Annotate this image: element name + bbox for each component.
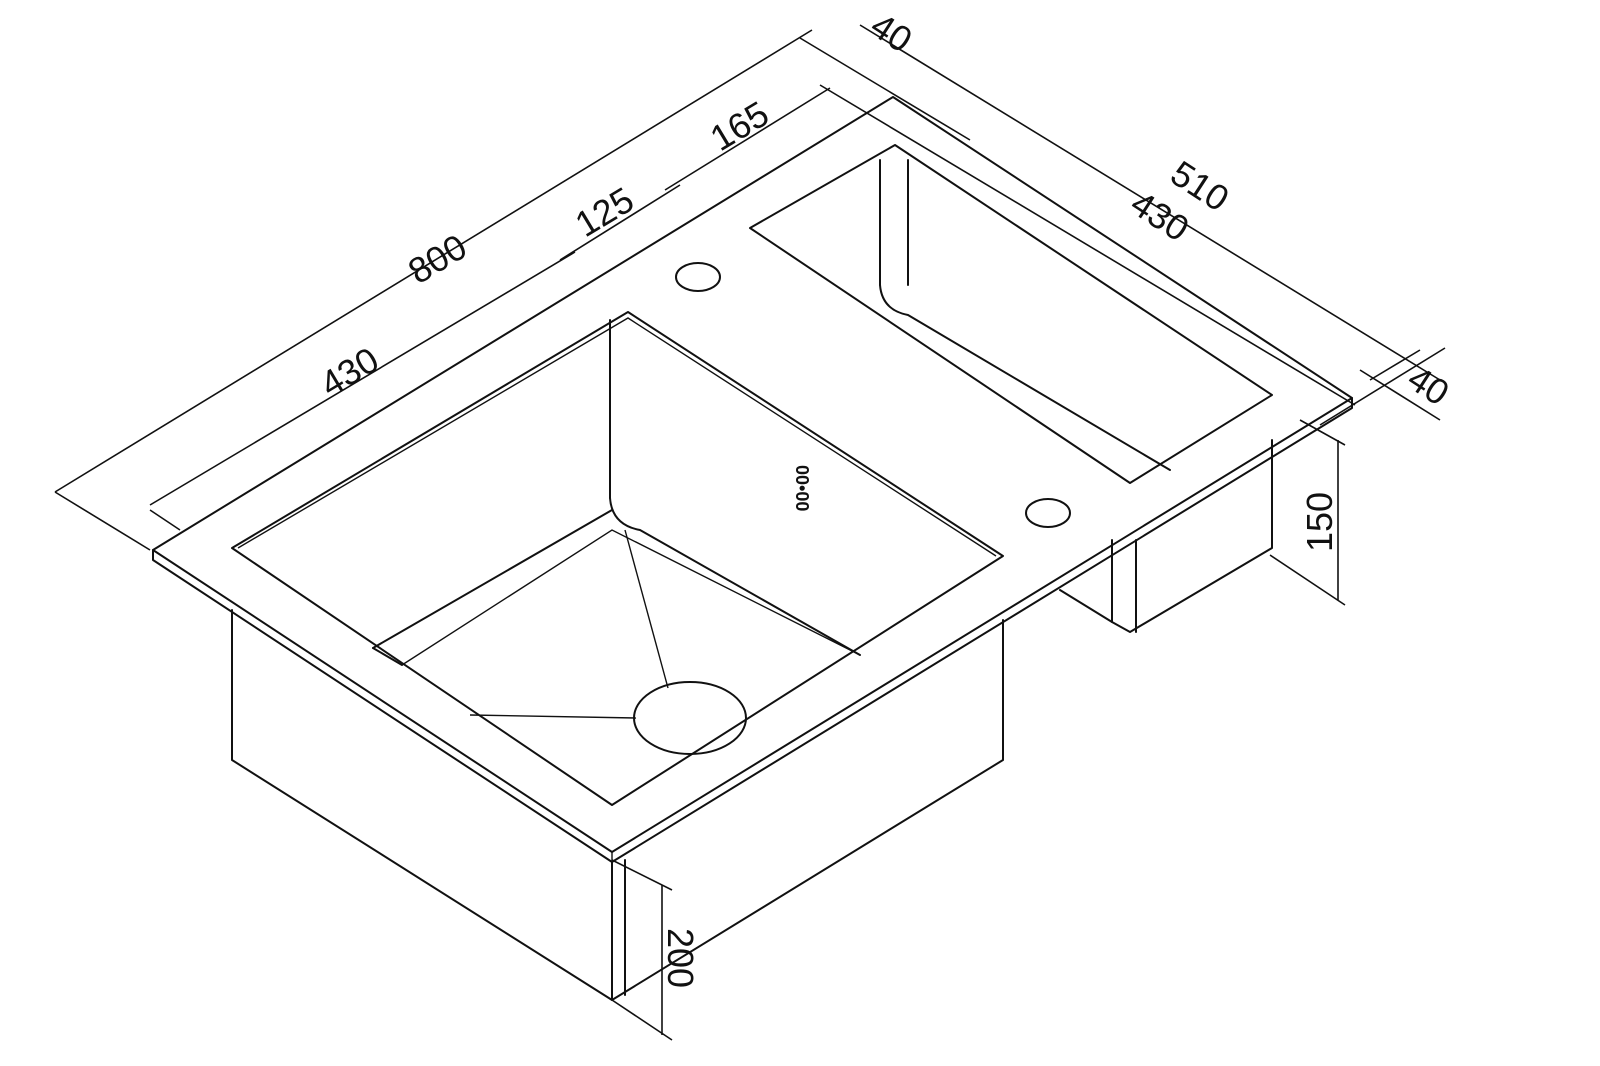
dim-right-bowl-depth: 150 — [1299, 492, 1340, 552]
dim-gap-right: 165 — [703, 93, 776, 159]
dim-gap-left: 125 — [568, 179, 641, 245]
dim-right-margin: 40 — [1401, 357, 1457, 413]
dim-left-bowl-depth: 200 — [660, 928, 701, 988]
left-bowl — [231, 311, 1004, 1001]
faucet-hole — [675, 262, 721, 292]
dim-total-length: 800 — [401, 226, 474, 292]
dim-left-bowl-length: 430 — [313, 339, 386, 405]
faucet-hole — [1025, 498, 1071, 528]
drain-hole — [633, 681, 747, 755]
dimension-lines — [54, 24, 1446, 1041]
dim-top-margin: 40 — [864, 4, 920, 60]
right-bowl — [749, 144, 1273, 633]
logo-mark: 00•00 — [792, 465, 812, 511]
